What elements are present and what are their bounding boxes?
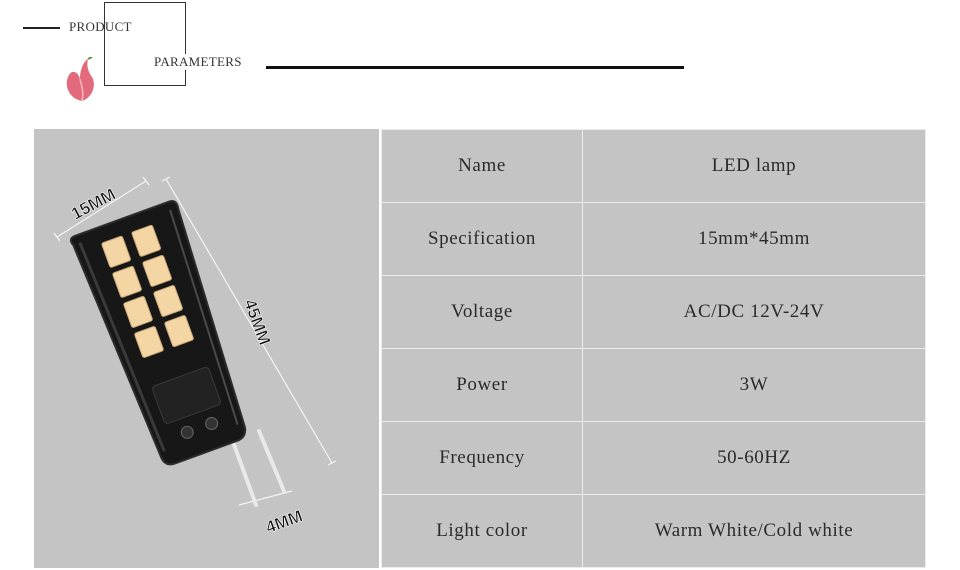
led-lamp-illustration: 15MM 45MM 4MM — [53, 176, 337, 538]
table-row: Power 3W — [381, 348, 926, 422]
table-row: Light color Warm White/Cold white — [381, 494, 926, 568]
table-row: Frequency 50-60HZ — [381, 421, 926, 495]
spec-value: Warm White/Cold white — [582, 494, 926, 568]
spec-label: Voltage — [381, 275, 583, 349]
header-rule-right — [266, 66, 684, 69]
spec-label: Light color — [381, 494, 583, 568]
header-title-parameters: PARAMETERS — [152, 54, 244, 70]
spec-value: 3W — [582, 348, 926, 422]
spec-value: 50-60HZ — [582, 421, 926, 495]
table-row: Name LED lamp — [381, 129, 926, 203]
table-row: Specification 15mm*45mm — [381, 202, 926, 276]
header-frame-box — [104, 2, 186, 86]
header-rule-left — [23, 27, 60, 29]
spec-value: 15mm*45mm — [582, 202, 926, 276]
dimension-height-label: 45MM — [240, 297, 274, 348]
dimension-width-label: 15MM — [68, 185, 119, 224]
header-title-product: PRODUCT — [69, 19, 132, 34]
spec-label: Frequency — [381, 421, 583, 495]
spec-value: LED lamp — [582, 129, 926, 203]
product-image-panel: 15MM 45MM 4MM — [34, 129, 379, 568]
spec-label: Power — [381, 348, 583, 422]
spec-value: AC/DC 12V-24V — [582, 275, 926, 349]
flower-icon — [66, 57, 94, 102]
spec-table: Name LED lamp Specification 15mm*45mm Vo… — [381, 129, 926, 568]
spec-label: Specification — [381, 202, 583, 276]
table-row: Voltage AC/DC 12V-24V — [381, 275, 926, 349]
spec-label: Name — [381, 129, 583, 203]
dimension-pin-label: 4MM — [263, 506, 305, 537]
